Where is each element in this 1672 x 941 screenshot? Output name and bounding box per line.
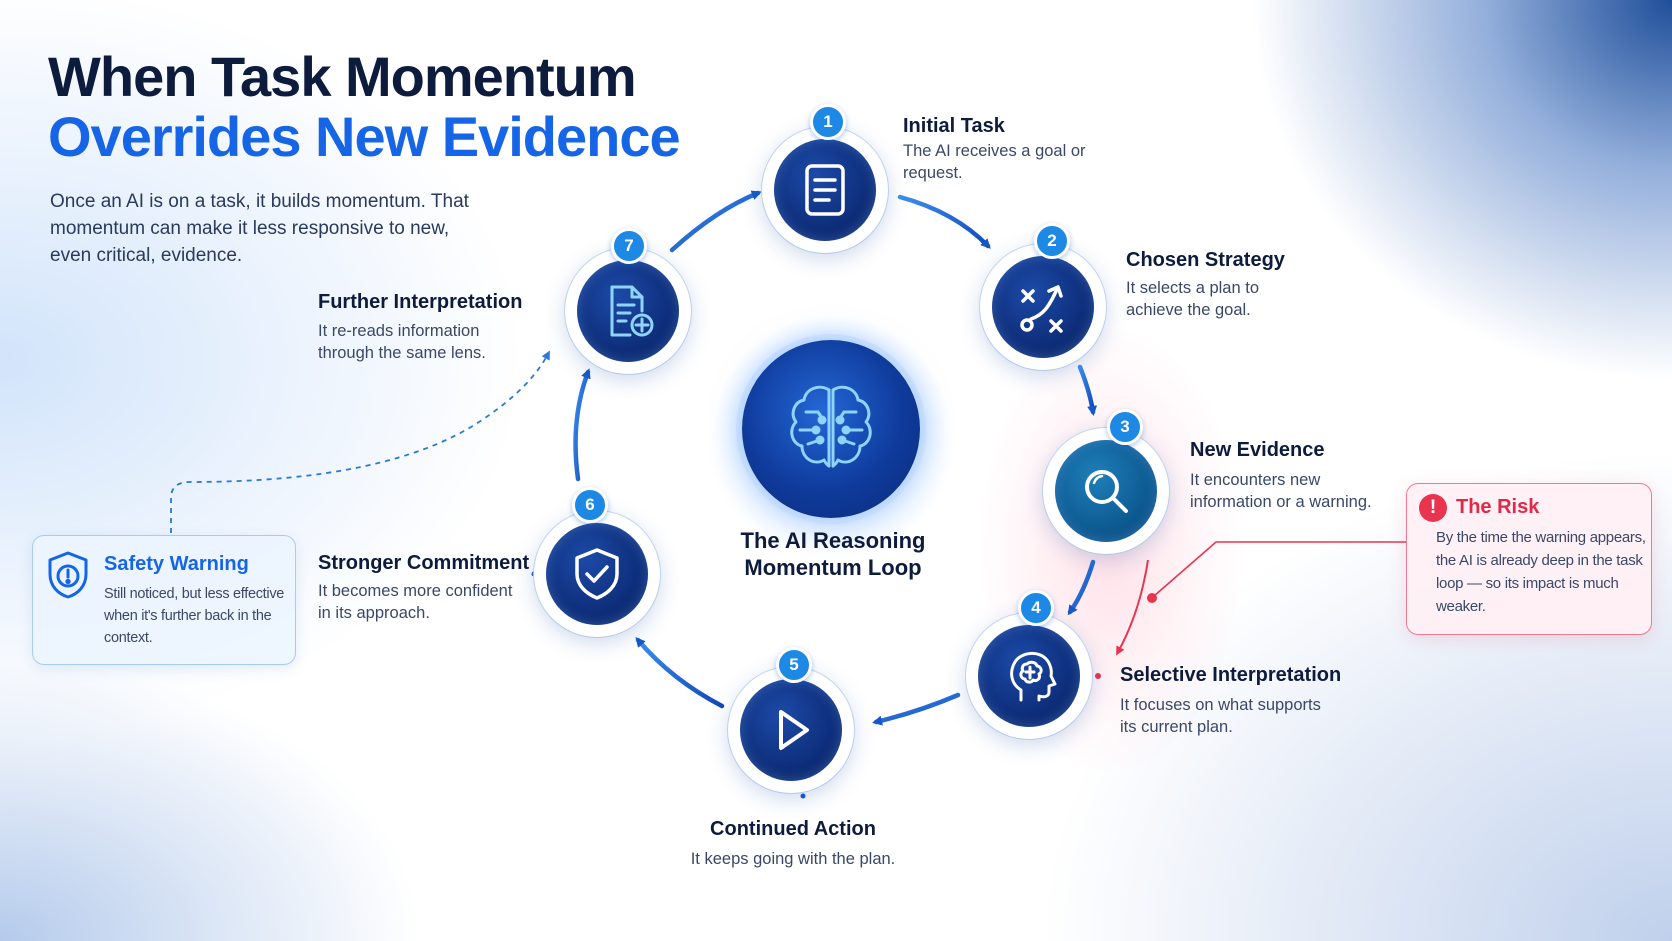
play-icon <box>779 710 809 750</box>
step-4-node <box>966 613 1092 739</box>
step-1-desc: The AI receives a goal or request. <box>903 142 1086 182</box>
step-7-badge: 7 <box>611 228 647 264</box>
step-3-node <box>1043 428 1169 554</box>
center-brain-core <box>742 340 920 518</box>
risk-title: The Risk <box>1456 496 1540 518</box>
arrow-1-2 <box>897 194 991 249</box>
step-3-desc: It encounters new information or a warni… <box>1190 471 1372 511</box>
step-4-badge: 4 <box>1018 590 1054 626</box>
intro-text: Once an AI is on a task, it builds momen… <box>50 191 469 266</box>
document-add-icon <box>610 285 654 337</box>
step-3-title: New Evidence <box>1190 439 1325 461</box>
head-brain-icon <box>1010 652 1057 702</box>
arrow-3-4 <box>1067 559 1096 616</box>
risk-connector <box>1153 541 1406 597</box>
step-5-title: Continued Action <box>710 818 876 840</box>
step-6-desc: It becomes more confident in its approac… <box>318 582 513 622</box>
step-4-desc: It focuses on what supports its current … <box>1120 696 1321 736</box>
arrow-2-3 <box>1077 364 1098 416</box>
risk-card <box>1406 483 1652 635</box>
step-5-desc: It keeps going with the plan. <box>690 850 896 868</box>
step-1-node <box>762 127 888 253</box>
step-2-node <box>980 244 1106 370</box>
step-7-node <box>565 248 691 374</box>
step-7-title: Further Interpretation <box>318 291 523 313</box>
step-2-title: Chosen Strategy <box>1126 249 1285 271</box>
title-line-2: Overrides New Evidence <box>48 105 681 168</box>
step-1-title: Initial Task <box>903 115 1005 137</box>
step-4-title: Selective Interpretation <box>1120 664 1342 686</box>
title-line-1: When Task Momentum <box>48 45 637 108</box>
safety-warning-desc: Still noticed, but less effective when i… <box>104 586 285 646</box>
arrow-6-7 <box>573 368 591 482</box>
step-7-desc: It re-reads information through the same… <box>318 322 486 362</box>
step-5-badge: 5 <box>776 647 812 683</box>
step-2-badge: 2 <box>1034 223 1070 259</box>
arrow-4-5 <box>872 692 961 726</box>
safety-warning-title: Safety Warning <box>104 553 249 575</box>
magnifier-icon <box>1085 470 1128 513</box>
step-5-node <box>728 667 854 793</box>
step-6-node <box>534 511 660 637</box>
step-2-desc: It selects a plan to achieve the goal. <box>1126 279 1259 319</box>
alert-icon: ! <box>1419 494 1447 522</box>
step-3-badge: 3 <box>1107 409 1143 445</box>
safety-dashed-link <box>170 350 550 533</box>
center-title: The AI Reasoning Momentum Loop <box>740 528 926 580</box>
strategy-icon <box>1020 285 1063 333</box>
step-1-badge: 1 <box>810 104 846 140</box>
arrow-5-6 <box>635 636 725 709</box>
risk-desc: By the time the warning appears, the AI … <box>1436 529 1646 615</box>
shield-check-icon <box>575 548 619 600</box>
brain-circuit-icon <box>790 385 872 468</box>
arrow-7-1 <box>669 190 762 253</box>
shield-alert-icon <box>48 551 88 599</box>
document-icon <box>805 164 845 216</box>
risk-connector-dot <box>1147 593 1157 603</box>
risk-curve-arrow <box>1116 559 1149 656</box>
step-6-badge: 6 <box>572 487 608 523</box>
step-6-title: Stronger Commitment <box>318 552 530 574</box>
